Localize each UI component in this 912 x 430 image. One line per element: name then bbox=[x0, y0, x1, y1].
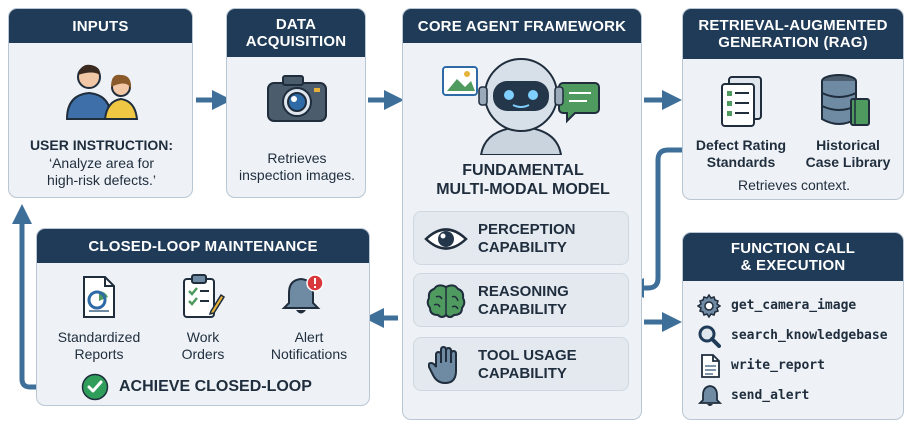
gear-icon bbox=[697, 294, 721, 318]
capability-reasoning-line-2: CAPABILITY bbox=[478, 301, 567, 318]
report-icon bbox=[83, 276, 115, 318]
capability-tool-usage-line-1: TOOL USAGE bbox=[478, 347, 577, 364]
closed-loop-item1-line-2: Reports bbox=[74, 346, 124, 362]
function-call-header-line-1: FUNCTION CALL bbox=[730, 240, 856, 257]
core-agent-header: CORE AGENT FRAMEWORK bbox=[403, 9, 641, 43]
rag-item1-line-2: Standards bbox=[706, 154, 776, 170]
camera-icon bbox=[267, 75, 327, 122]
clipboard-icon bbox=[183, 274, 225, 318]
closed-loop-panel: CLOSED-LOOP MAINTENANCE Standardized Rep… bbox=[36, 228, 370, 406]
data-acquisition-header: DATA ACQUISITION bbox=[227, 9, 365, 57]
model-line-2: MULTI-MODAL MODEL bbox=[436, 181, 610, 198]
capability-tool-usage-label: TOOL USAGE CAPABILITY bbox=[478, 347, 577, 383]
brain-icon bbox=[426, 284, 466, 318]
function-call-header-line-2: & EXECUTION bbox=[740, 257, 846, 274]
function-call-header: FUNCTION CALL & EXECUTION bbox=[683, 233, 903, 281]
model-line-1: FUNDAMENTAL bbox=[462, 162, 584, 179]
users-icon bbox=[65, 64, 139, 120]
database-icon bbox=[821, 74, 870, 126]
document-icon bbox=[701, 354, 720, 378]
capability-reasoning-label: REASONING CAPABILITY bbox=[478, 283, 569, 319]
rag-item2-line-1: Historical bbox=[816, 137, 880, 153]
function-label-search-knowledgebase: search_knowledgebase bbox=[731, 328, 888, 343]
bell-icon bbox=[698, 385, 722, 406]
arrow-feedback-to-inputs bbox=[12, 204, 72, 390]
search-icon bbox=[698, 325, 721, 348]
closed-loop-item2-line-1: Work bbox=[186, 329, 220, 345]
capability-reasoning: REASONING CAPABILITY bbox=[413, 273, 629, 327]
closed-loop-header: CLOSED-LOOP MAINTENANCE bbox=[37, 229, 369, 263]
documents-icon bbox=[721, 76, 762, 127]
instruction-line-2: high-risk defects.’ bbox=[47, 172, 156, 188]
arrow-rag-to-reasoning bbox=[624, 147, 684, 298]
function-label-get-camera-image: get_camera_image bbox=[731, 298, 857, 313]
capability-perception-line-2: CAPABILITY bbox=[478, 239, 567, 256]
capability-tool-usage: TOOL USAGE CAPABILITY bbox=[413, 337, 629, 391]
rag-footer: Retrieves context. bbox=[737, 177, 851, 193]
robot-icon bbox=[442, 58, 600, 155]
function-call-panel: FUNCTION CALL & EXECUTION get_camera_ima… bbox=[682, 232, 904, 420]
function-label-write-report: write_report bbox=[731, 358, 825, 373]
alert-bell-icon bbox=[281, 274, 324, 314]
rag-header: RETRIEVAL-AUGMENTED GENERATION (RAG) bbox=[683, 9, 903, 59]
rag-header-line-2: GENERATION (RAG) bbox=[718, 34, 868, 51]
instruction-line-1: ‘Analyze area for bbox=[48, 155, 155, 171]
data-acquisition-header-line-1: DATA bbox=[275, 16, 317, 33]
data-acquisition-header-line-2: ACQUISITION bbox=[245, 33, 347, 50]
acquisition-desc-line-2: inspection images. bbox=[239, 167, 355, 183]
achieve-closed-loop-label: ACHIEVE CLOSED-LOOP bbox=[119, 378, 312, 395]
capability-perception: PERCEPTION CAPABILITY bbox=[413, 211, 629, 265]
hand-icon bbox=[428, 345, 457, 385]
closed-loop-item1-line-1: Standardized bbox=[57, 329, 141, 345]
data-acquisition-panel: DATA ACQUISITION Retrieves inspection im… bbox=[226, 8, 366, 198]
capability-perception-label: PERCEPTION CAPABILITY bbox=[478, 221, 576, 257]
core-agent-panel: CORE AGENT FRAMEWORK FUNDAMENTAL MULTI-M… bbox=[402, 8, 642, 420]
inputs-panel: INPUTS USER INSTRUCTION: ‘Analyze area f… bbox=[8, 8, 193, 198]
rag-item2-line-2: Case Library bbox=[805, 154, 891, 170]
achieve-closed-loop-row: ACHIEVE CLOSED-LOOP bbox=[81, 373, 351, 401]
inputs-header: INPUTS bbox=[9, 9, 192, 43]
function-label-send-alert: send_alert bbox=[731, 388, 810, 403]
rag-item1-line-1: Defect Rating bbox=[695, 137, 787, 153]
rag-panel: RETRIEVAL-AUGMENTED GENERATION (RAG) Def… bbox=[682, 8, 904, 200]
check-circle-icon bbox=[81, 373, 109, 401]
eye-icon bbox=[424, 228, 468, 250]
capability-reasoning-line-1: REASONING bbox=[478, 283, 569, 300]
instruction-label: USER INSTRUCTION: bbox=[29, 137, 174, 153]
closed-loop-item2-line-2: Orders bbox=[181, 346, 225, 362]
rag-header-line-1: RETRIEVAL-AUGMENTED bbox=[698, 17, 888, 34]
closed-loop-item3-line-2: Notifications bbox=[270, 346, 348, 362]
acquisition-desc-line-1: Retrieves bbox=[267, 150, 327, 166]
capability-perception-line-1: PERCEPTION bbox=[478, 221, 576, 238]
closed-loop-item3-line-1: Alert bbox=[294, 329, 324, 345]
capability-tool-usage-line-2: CAPABILITY bbox=[478, 365, 567, 382]
